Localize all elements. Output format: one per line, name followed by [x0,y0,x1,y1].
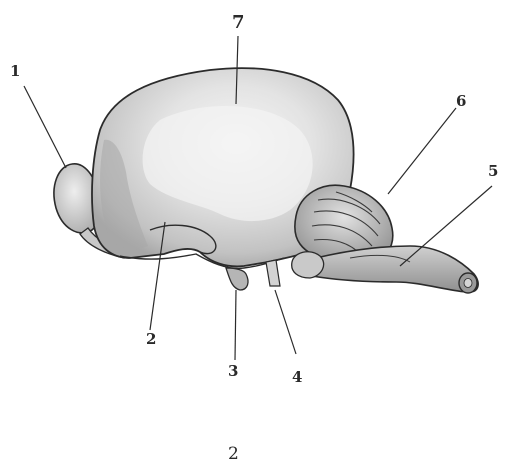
figure-caption: 2 [228,446,239,463]
label-1: 1 [10,64,20,79]
label-4: 4 [292,370,302,385]
label-3: 3 [228,364,238,379]
label-6: 6 [456,94,466,109]
label-7: 7 [232,14,245,32]
central-canal [464,279,472,288]
hypophysis [226,268,248,290]
label-2: 2 [146,332,156,347]
optic-nerve [266,260,280,286]
pons [292,252,324,278]
label-5: 5 [488,164,498,179]
